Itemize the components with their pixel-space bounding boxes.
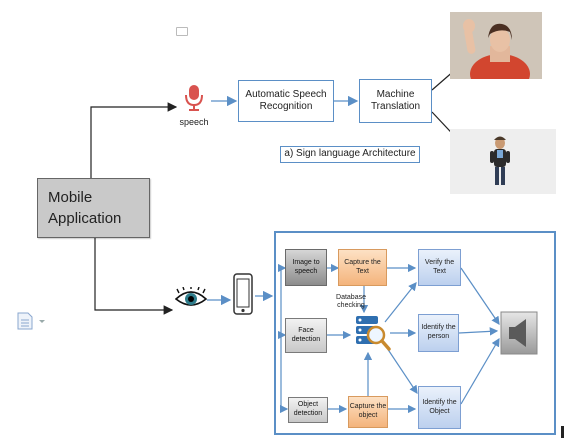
- object-detection-label: Object detection: [293, 401, 323, 417]
- edge-mark: [561, 426, 564, 438]
- verify-text-node: Verify the Text: [418, 249, 461, 286]
- eye-icon: [174, 286, 208, 311]
- asr-label: Automatic Speech Recognition: [245, 88, 327, 113]
- document-icon: [17, 312, 49, 330]
- identify-object-label: Identify the Object: [422, 398, 457, 415]
- architecture-caption: a) Sign language Architecture: [280, 146, 420, 163]
- mobile-application-box: Mobile Application: [37, 178, 150, 238]
- identify-object-node: Identify the Object: [418, 386, 461, 429]
- mt-label: Machine Translation: [370, 88, 421, 113]
- capture-text-node: Capture the Text: [338, 249, 387, 286]
- asr-box: Automatic Speech Recognition: [238, 80, 334, 122]
- face-detection-node: Face detection: [285, 318, 327, 353]
- speaker-icon: [500, 311, 538, 355]
- caption-text: a) Sign language Architecture: [284, 148, 416, 160]
- database-magnifier-icon: [352, 313, 392, 353]
- mobile-app-line-2: Application: [48, 210, 122, 227]
- identify-person-node: Identify the person: [418, 314, 459, 352]
- machine-translation-box: Machine Translation: [359, 79, 432, 123]
- capture-text-label: Capture the Text: [344, 258, 381, 275]
- image-to-speech-node: Image to speech: [285, 249, 327, 286]
- small-document-glyph: [176, 27, 188, 36]
- avatar-image: [450, 129, 556, 194]
- mobile-app-line-1: Mobile: [48, 189, 93, 206]
- capture-object-label: Capture the object: [349, 403, 387, 419]
- microphone-icon: [184, 84, 204, 112]
- signer-photo: [450, 12, 542, 79]
- speech-label: speech: [179, 117, 209, 127]
- image-to-speech-label: Image to speech: [292, 258, 320, 275]
- database-checking-label: Database checking: [336, 294, 366, 310]
- smartphone-icon: [233, 273, 253, 315]
- identify-person-label: Identify the person: [421, 324, 456, 340]
- object-detection-node: Object detection: [288, 397, 328, 423]
- verify-text-label: Verify the Text: [424, 258, 455, 275]
- face-detection-label: Face detection: [291, 326, 321, 343]
- capture-object-node: Capture the object: [348, 396, 388, 428]
